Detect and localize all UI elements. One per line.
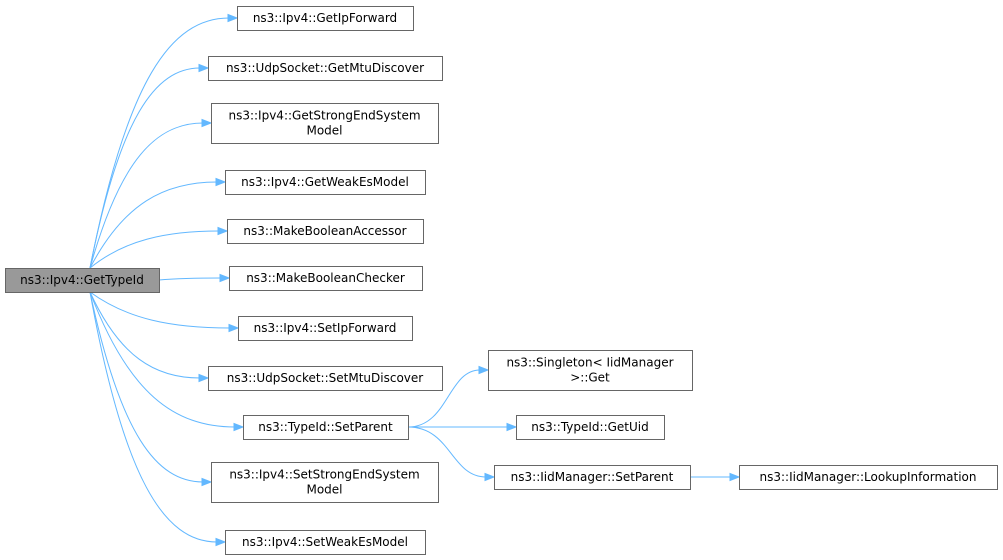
node-box[interactable]: [238, 316, 413, 341]
node-label: ns3::Ipv4::GetTypeId: [20, 273, 144, 287]
node-get-ip-forward[interactable]: ns3::Ipv4::GetIpForward: [237, 6, 414, 31]
node-label: ns3::Singleton< IidManager: [506, 356, 673, 370]
edge-get-type-id-to-get-strong-end-system-model: [89, 122, 204, 269]
node-get-type-id[interactable]: ns3::Ipv4::GetTypeId: [5, 268, 160, 293]
node-make-boolean-accessor[interactable]: ns3::MakeBooleanAccessor: [227, 219, 424, 244]
node-label: ns3::TypeId::SetParent: [258, 420, 393, 434]
node-get-mtu-discover[interactable]: ns3::UdpSocket::GetMtuDiscover: [208, 56, 443, 81]
edge-arrowhead: [201, 477, 213, 487]
node-label: ns3::Ipv4::SetStrongEndSystem: [229, 468, 419, 482]
node-box[interactable]: [225, 530, 426, 555]
node-box[interactable]: [237, 6, 414, 31]
edge-get-type-id-to-set-weak-es-model: [89, 291, 218, 543]
node-set-ip-forward[interactable]: ns3::Ipv4::SetIpForward: [238, 316, 413, 341]
node-set-mtu-discover[interactable]: ns3::UdpSocket::SetMtuDiscover: [208, 366, 443, 391]
node-iid-manager-set-parent[interactable]: ns3::IidManager::SetParent: [494, 465, 691, 490]
node-type-id-set-parent[interactable]: ns3::TypeId::SetParent: [243, 415, 409, 440]
edge-type-id-set-parent-to-iid-manager-set-parent: [407, 426, 487, 478]
edge-get-type-id-to-get-weak-es-model: [89, 181, 218, 269]
edge-get-type-id-to-get-mtu-discover: [89, 67, 201, 269]
edge-arrowhead: [215, 177, 227, 187]
node-singleton-get[interactable]: ns3::Singleton< IidManager>::Get: [488, 350, 693, 391]
node-box[interactable]: [208, 56, 443, 81]
edge-arrowhead: [478, 365, 490, 375]
node-box[interactable]: [211, 103, 439, 144]
edge-arrowhead: [484, 472, 496, 482]
node-iid-manager-lookup-information[interactable]: ns3::IidManager::LookupInformation: [739, 465, 998, 490]
node-box[interactable]: [243, 415, 409, 440]
edge-arrowhead: [215, 537, 227, 547]
edge-arrowhead: [228, 323, 240, 333]
node-box[interactable]: [494, 465, 691, 490]
edge-get-type-id-to-set-mtu-discover: [89, 291, 201, 379]
node-label: ns3::Ipv4::GetIpForward: [253, 11, 397, 25]
node-type-id-get-uid[interactable]: ns3::TypeId::GetUid: [516, 415, 665, 440]
node-box[interactable]: [229, 266, 423, 291]
edge-get-type-id-to-make-boolean-checker: [158, 277, 222, 281]
edge-get-type-id-to-type-id-set-parent: [89, 291, 236, 428]
node-label: ns3::Ipv4::SetWeakEsModel: [242, 535, 408, 549]
edge-get-type-id-to-set-strong-end-system-model: [89, 291, 204, 483]
node-label: >::Get: [570, 371, 610, 385]
edge-arrowhead: [219, 273, 231, 283]
edge-arrowhead: [201, 118, 213, 128]
node-label: ns3::UdpSocket::GetMtuDiscover: [226, 61, 424, 75]
edge-arrowhead: [217, 226, 229, 236]
node-label: Model: [306, 483, 342, 497]
nodes-layer: ns3::Ipv4::GetTypeId ns3::Ipv4::GetIpForw…: [5, 6, 998, 555]
edge-arrowhead: [198, 63, 210, 73]
node-make-boolean-checker[interactable]: ns3::MakeBooleanChecker: [229, 266, 423, 291]
node-box[interactable]: [227, 219, 424, 244]
node-set-weak-es-model[interactable]: ns3::Ipv4::SetWeakEsModel: [225, 530, 426, 555]
edges-layer: [89, 13, 741, 547]
node-get-weak-es-model[interactable]: ns3::Ipv4::GetWeakEsModel: [225, 170, 426, 195]
node-label: Model: [306, 124, 342, 138]
node-label: ns3::UdpSocket::SetMtuDiscover: [227, 371, 423, 385]
node-label: ns3::IidManager::SetParent: [511, 470, 674, 484]
node-label: ns3::Ipv4::GetStrongEndSystem: [228, 109, 420, 123]
node-box[interactable]: [516, 415, 665, 440]
node-box[interactable]: [488, 350, 693, 391]
edge-get-type-id-to-get-ip-forward: [89, 17, 230, 269]
node-box[interactable]: [211, 462, 439, 503]
edge-arrowhead: [198, 373, 210, 383]
edge-type-id-set-parent-to-singleton-get: [407, 369, 481, 428]
edge-arrowhead: [729, 472, 741, 482]
edge-arrowhead: [227, 13, 239, 23]
node-box[interactable]: [225, 170, 426, 195]
node-label: ns3::Ipv4::SetIpForward: [254, 321, 397, 335]
node-label: ns3::TypeId::GetUid: [531, 420, 649, 434]
node-label: ns3::IidManager::LookupInformation: [760, 470, 977, 484]
edge-arrowhead: [233, 422, 245, 432]
node-label: ns3::MakeBooleanChecker: [246, 271, 405, 285]
node-box[interactable]: [5, 268, 160, 293]
node-box[interactable]: [208, 366, 443, 391]
edge-get-type-id-to-make-boolean-accessor: [89, 230, 220, 269]
node-label: ns3::MakeBooleanAccessor: [243, 224, 406, 238]
edge-get-type-id-to-set-ip-forward: [89, 291, 231, 329]
edge-arrowhead: [506, 422, 518, 432]
node-box[interactable]: [739, 465, 998, 490]
node-label: ns3::Ipv4::GetWeakEsModel: [241, 175, 409, 189]
